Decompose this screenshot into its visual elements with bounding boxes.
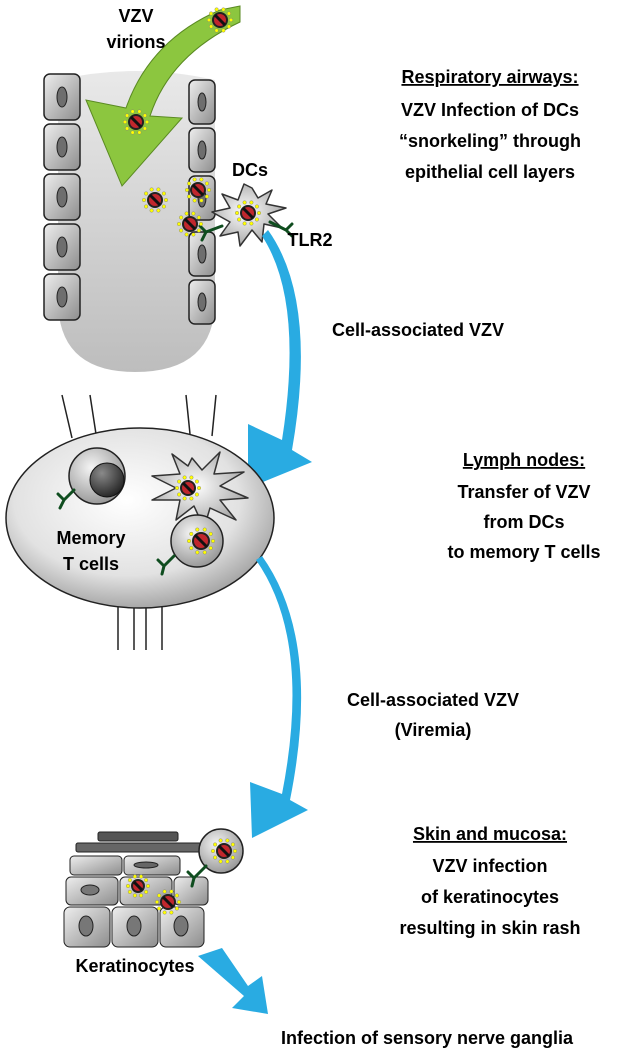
cell-associated-label-2-line2: (Viremia) xyxy=(395,720,472,740)
ganglia-infection-arrow xyxy=(198,948,268,1014)
virion-entry-arrow xyxy=(85,5,241,187)
right-epithelial-layer xyxy=(188,79,216,325)
vzv-virions-label-line2: virions xyxy=(106,32,165,52)
vzv-virion-icon xyxy=(206,7,233,33)
stage-respiratory-line3: epithelial cell layers xyxy=(405,162,575,182)
stage-skin-line2: of keratinocytes xyxy=(421,887,559,907)
memory-t-cell xyxy=(56,447,126,510)
tlr2-receptor xyxy=(198,220,294,242)
keratinocytes-label: Keratinocytes xyxy=(75,956,194,976)
respiratory-airway xyxy=(43,71,216,372)
vzv-virion-icon xyxy=(210,838,237,864)
vzv-virion-icon xyxy=(234,200,262,226)
stage-respiratory-heading: Respiratory airways: xyxy=(401,67,578,87)
skin-layers xyxy=(63,831,209,948)
stage-respiratory-line1: VZV Infection of DCs xyxy=(401,100,579,120)
vzv-virion-icon xyxy=(184,177,211,203)
virions xyxy=(122,7,262,915)
cell-associated-label-1: Cell-associated VZV xyxy=(332,320,504,340)
vzv-virion-icon xyxy=(141,187,168,213)
vzv-virion-icon xyxy=(186,527,215,555)
lymph-node xyxy=(5,394,275,650)
dcs-label: DCs xyxy=(232,160,268,180)
tlr2-label: TLR2 xyxy=(288,230,333,250)
stage-skin-heading: Skin and mucosa: xyxy=(413,824,567,844)
stage-lymph-heading: Lymph nodes: xyxy=(463,450,585,470)
stage-skin-line1: VZV infection xyxy=(432,856,547,876)
vzv-virion-icon xyxy=(174,475,201,501)
memory-t-cells-label-line2: T cells xyxy=(63,554,119,574)
cell-associated-arrow-2 xyxy=(250,556,308,838)
stage-respiratory-line2: “snorkeling” through xyxy=(399,131,581,151)
stage-lymph-line2: from DCs xyxy=(483,512,564,532)
stage-lymph-line3: to memory T cells xyxy=(447,542,600,562)
vzv-virions-label-line1: VZV xyxy=(118,6,153,26)
left-epithelial-layer xyxy=(43,73,81,321)
cell-associated-arrow-1 xyxy=(248,230,312,488)
stage-skin-line3: resulting in skin rash xyxy=(399,918,580,938)
vzv-virion-icon xyxy=(125,874,150,898)
stage-lymph-line1: Transfer of VZV xyxy=(457,482,590,502)
cell-associated-label-2-line1: Cell-associated VZV xyxy=(347,690,519,710)
ganglia-label: Infection of sensory nerve ganglia xyxy=(281,1028,574,1048)
vzv-virion-icon xyxy=(154,889,181,915)
memory-t-cells-label-line1: Memory xyxy=(56,528,125,548)
vzv-virion-icon xyxy=(122,109,149,135)
vzv-virion-icon xyxy=(176,211,203,237)
